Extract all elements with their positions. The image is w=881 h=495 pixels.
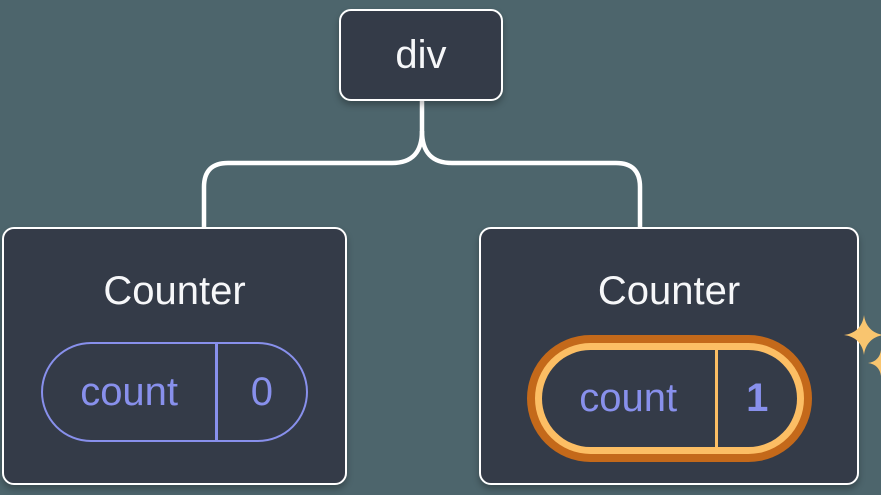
state-value-label: 1 bbox=[746, 376, 769, 420]
root-node-label: div bbox=[395, 32, 447, 77]
connector-right-branch bbox=[419, 130, 643, 229]
state-pill-highlighted: count 1 bbox=[526, 315, 881, 462]
counter-node-left: Counter count 0 bbox=[2, 227, 347, 485]
pill-divider bbox=[215, 344, 218, 440]
connector-left-branch bbox=[201, 130, 425, 229]
state-value-label: 0 bbox=[250, 369, 273, 414]
sparkle-icon bbox=[843, 315, 881, 376]
state-pill: count 1 bbox=[541, 350, 797, 447]
counter-node-right: Counter count 1 bbox=[479, 227, 881, 485]
state-key-label: count bbox=[80, 369, 179, 414]
pill-divider bbox=[714, 350, 718, 447]
counter-title: Counter bbox=[597, 269, 741, 313]
sparkle-small-icon bbox=[867, 350, 881, 376]
highlight-ring-inner: count 1 bbox=[534, 343, 804, 454]
state-pill: count 0 bbox=[41, 342, 308, 442]
counter-title: Counter bbox=[103, 269, 246, 313]
root-node-div: div bbox=[339, 9, 503, 101]
sparkle-large-icon bbox=[843, 315, 881, 356]
highlight-ring-outer: count 1 bbox=[526, 335, 812, 462]
state-key-label: count bbox=[579, 376, 678, 420]
